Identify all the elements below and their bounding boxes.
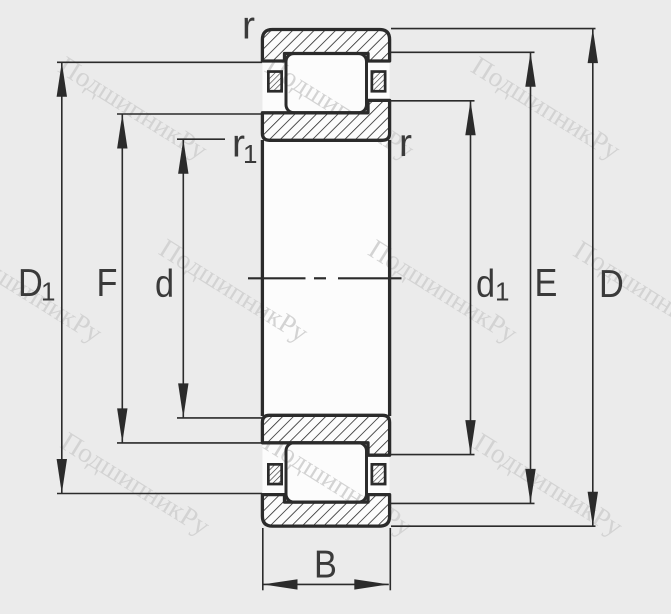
svg-text:r: r — [399, 122, 412, 165]
svg-text:d: d — [155, 262, 174, 306]
svg-text:d: d — [476, 262, 495, 306]
svg-text:1: 1 — [41, 277, 55, 307]
svg-text:D: D — [599, 262, 624, 306]
svg-text:r: r — [232, 122, 245, 165]
svg-text:F: F — [97, 261, 118, 305]
svg-text:1: 1 — [495, 277, 509, 307]
svg-text:1: 1 — [243, 139, 257, 169]
svg-text:B: B — [314, 542, 337, 586]
svg-text:D: D — [18, 261, 43, 305]
svg-text:r: r — [242, 4, 255, 47]
svg-text:E: E — [535, 261, 558, 305]
